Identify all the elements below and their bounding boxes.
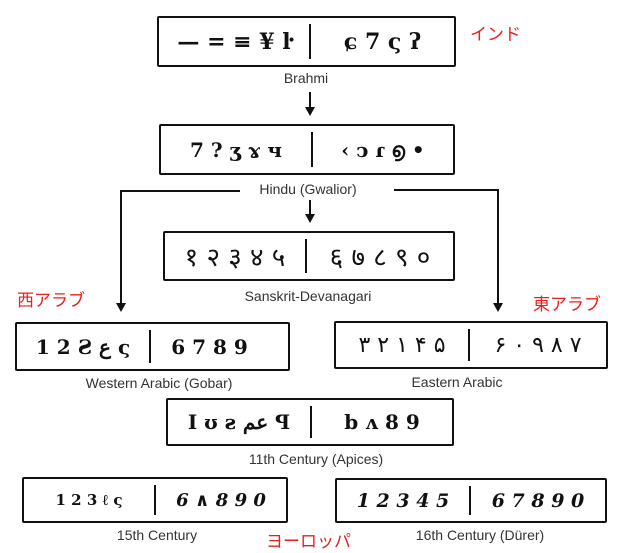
arrowhead-icon (305, 214, 315, 223)
eastern-arabic-digits-6-0: ۶ ٧ ٨ ٩ ٠ (494, 332, 582, 358)
western-arabic-box: 1 2 Ƨ ع ς 6 7 8 9 (15, 322, 290, 371)
digit-divider (149, 330, 151, 363)
century16-box: 1 2 3 4 5 6 7 8 9 0 (335, 478, 607, 523)
hindu-caption: Hindu (Gwalior) (259, 181, 357, 197)
brahmi-caption: Brahmi (283, 70, 329, 86)
devanagari-digits-6-0: ६ ७ ८ ९ ० (329, 243, 431, 273)
eastern-arabic-digits-1-5: ١ ٢ ٣ ۴ ۵ (358, 332, 446, 358)
digit-divider (309, 24, 311, 59)
century15-box: 1 2 3 ℓ ς 6 ∧ 8 9 0 (22, 477, 288, 523)
digit-divider (311, 132, 313, 167)
century15-digits-1-5: 1 2 3 ℓ ς (55, 490, 123, 509)
arrowhead-icon (116, 303, 126, 312)
arrowhead-icon (305, 107, 315, 116)
hindu-digits-1-5: 7 ? ʒ ɤ ч (189, 137, 283, 162)
brahmi-box: — = ≡ ¥ ŀ ɕ 7 ς ʔ (157, 16, 456, 67)
digit-divider (468, 329, 470, 361)
arrow-hindu-devanagari (309, 200, 311, 216)
region-label-india: インド (470, 25, 521, 45)
century15-caption: 15th Century (116, 527, 198, 543)
western-arabic-digits-6-9: 6 7 8 9 (171, 334, 248, 359)
century15-digits-6-0: 6 ∧ 8 9 0 (176, 489, 266, 511)
apices-caption: 11th Century (Apices) (248, 451, 384, 467)
branch-line-right (394, 189, 499, 191)
arrow-brahmi-hindu (309, 92, 311, 109)
century16-digits-6-0: 6 7 8 9 0 (491, 489, 585, 512)
digit-divider (469, 486, 471, 515)
digit-divider (154, 485, 156, 515)
devanagari-box: १ २ ३ ४ ५ ६ ७ ८ ९ ० (163, 231, 455, 281)
arrowhead-icon (493, 303, 503, 312)
branch-line-left (120, 190, 240, 192)
brahmi-digits-1-5: — = ≡ ¥ ŀ (177, 28, 291, 55)
western-arabic-digits-1-5: 1 2 Ƨ ع ς (35, 334, 131, 359)
digit-divider (310, 406, 312, 438)
region-label-east-arab: 東アラブ (533, 295, 601, 315)
region-label-europe: ヨーロッパ (266, 532, 351, 552)
eastern-arabic-caption: Eastern Arabic (411, 374, 503, 390)
century16-digits-1-5: 1 2 3 4 5 (356, 489, 450, 512)
branch-line-right-down (497, 189, 499, 305)
hindu-box: 7 ? ʒ ɤ ч ‹ ↄ ɾ ൭ • (159, 124, 455, 175)
apices-digits-1-5: I ʊ ƨ عم ꟼ (187, 410, 291, 434)
eastern-arabic-box: ١ ٢ ٣ ۴ ۵ ۶ ٧ ٨ ٩ ٠ (334, 321, 608, 369)
region-label-west-arab: 西アラブ (17, 291, 85, 311)
apices-box: I ʊ ƨ عم ꟼ b ʌ 8 9 (166, 398, 454, 446)
devanagari-digits-1-5: १ २ ३ ४ ५ (184, 243, 286, 273)
century16-caption: 16th Century (Dürer) (415, 527, 545, 543)
branch-line-left-down (120, 190, 122, 305)
devanagari-caption: Sanskrit-Devanagari (244, 288, 372, 304)
brahmi-digits-6-9: ɕ 7 ς ʔ (343, 28, 422, 55)
western-arabic-caption: Western Arabic (Gobar) (85, 375, 233, 391)
digit-divider (305, 239, 307, 273)
hindu-digits-6-0: ‹ ↄ ɾ ൭ • (341, 137, 425, 162)
apices-digits-6-9: b ʌ 8 9 (344, 410, 420, 434)
